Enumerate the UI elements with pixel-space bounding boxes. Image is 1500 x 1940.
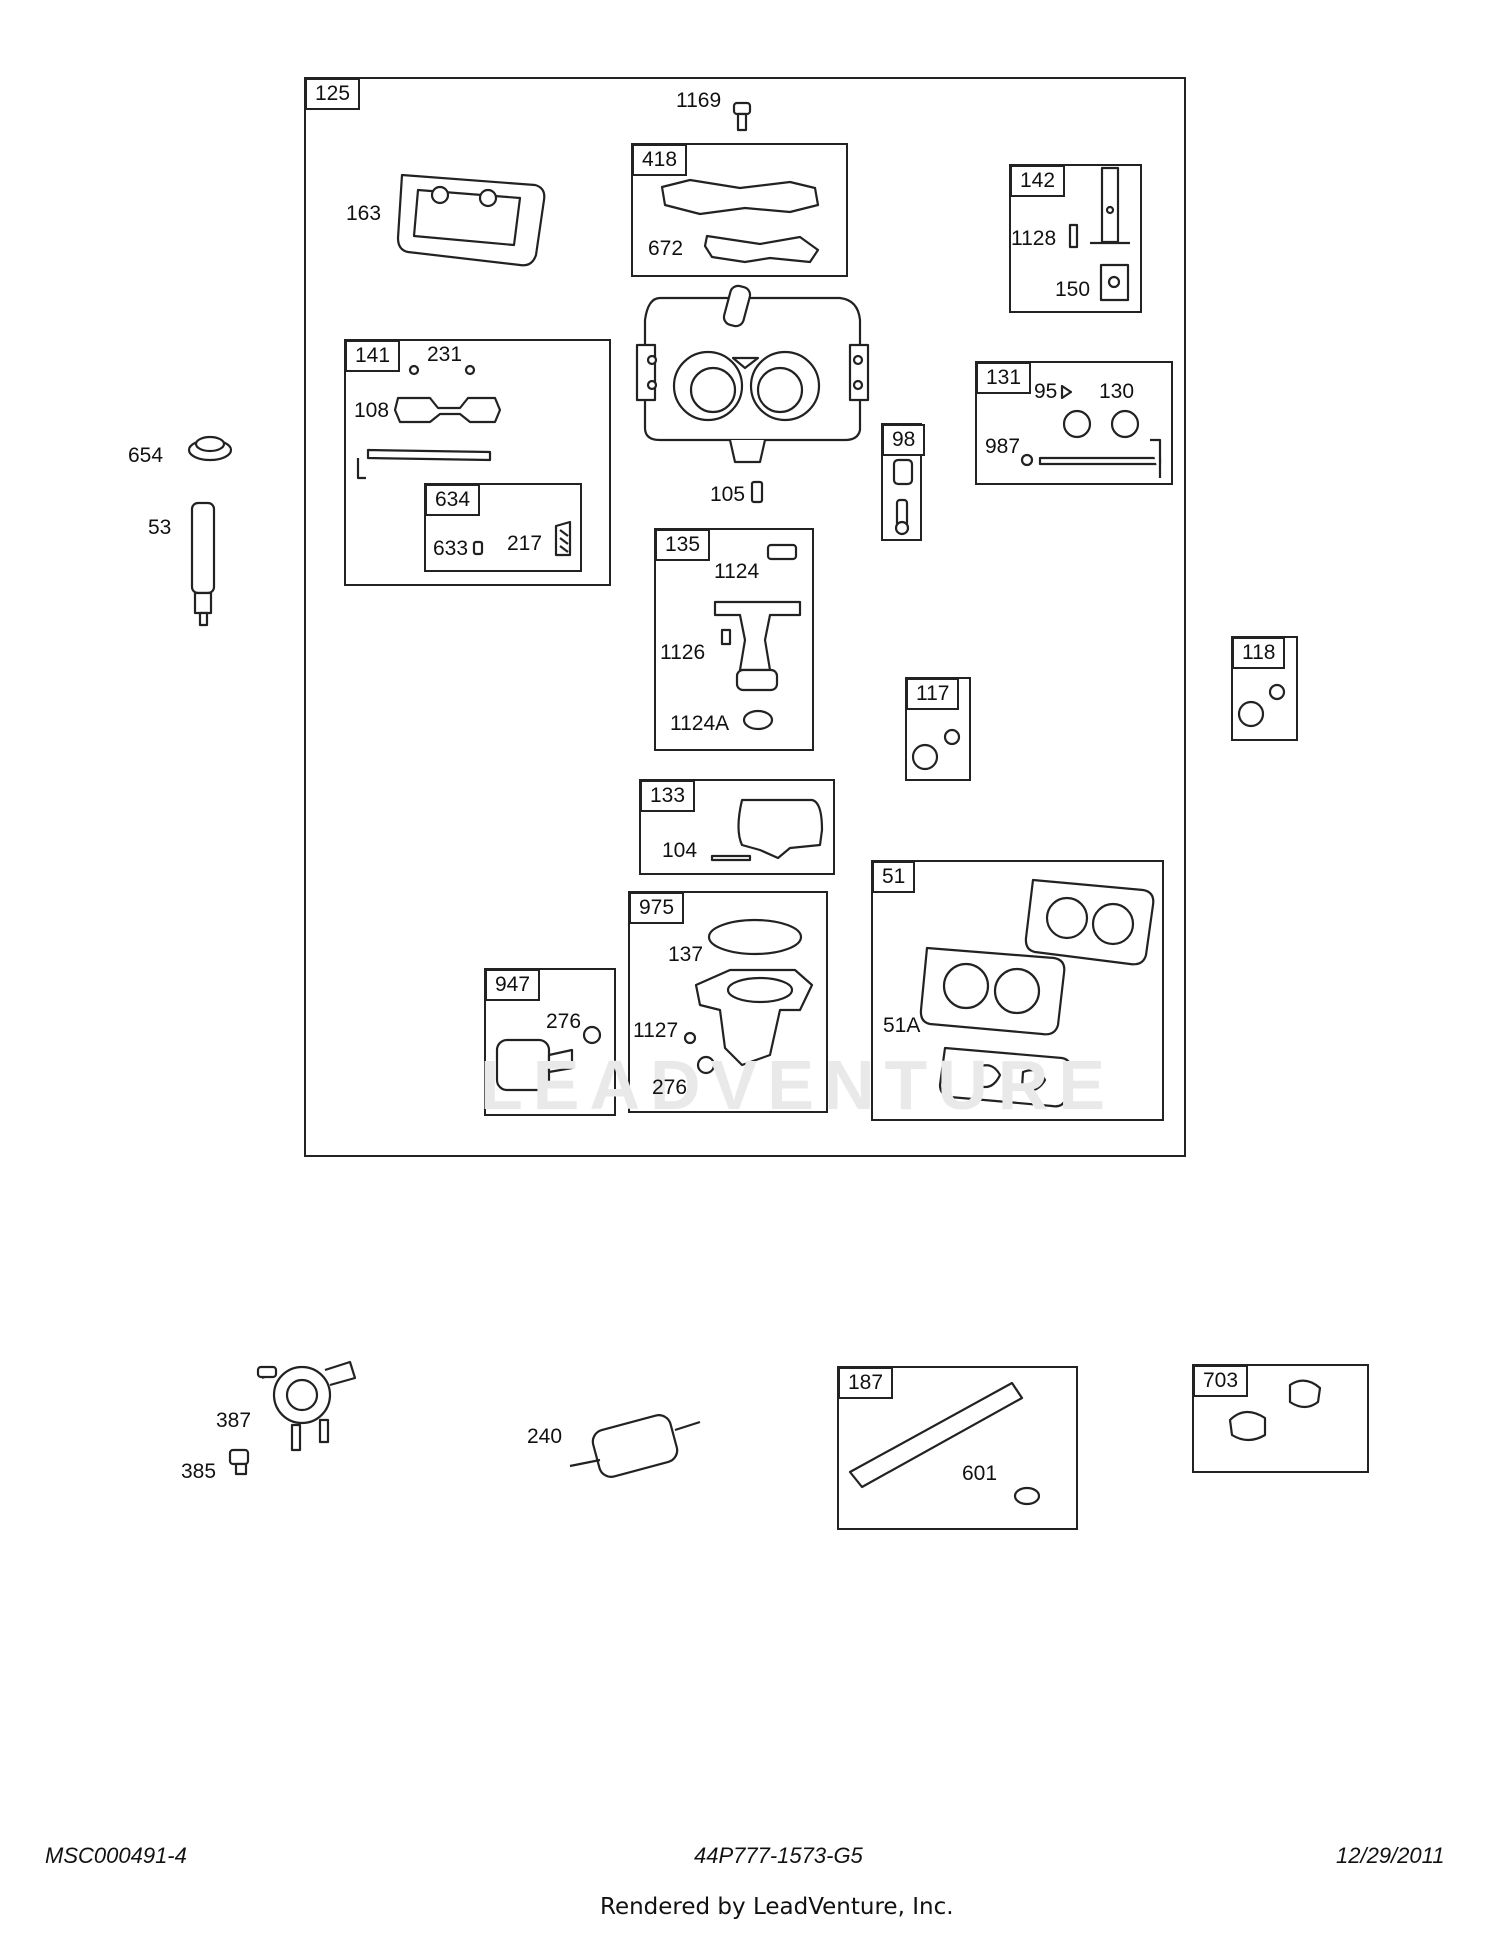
part-label-385: 385 (181, 1460, 217, 1483)
nut-654-drawing (187, 435, 233, 462)
group-label-131: 131 (976, 362, 1032, 394)
part-label-51a: 51A (883, 1014, 921, 1037)
carburetor-body-drawing (635, 284, 870, 464)
part-label-231: 231 (427, 343, 463, 366)
part-label-276-solenoid: 276 (546, 1010, 582, 1033)
group-label-947: 947 (485, 969, 541, 1001)
choke-141-drawing (356, 364, 502, 480)
part-label-95: 95 (1034, 380, 1058, 403)
group-634-frame (424, 483, 582, 572)
part-label-276-bowl: 276 (652, 1076, 688, 1099)
footer-date: 12/29/2011 (1336, 1843, 1445, 1868)
group-label-125: 125 (305, 78, 361, 110)
part-label-1124: 1124 (714, 560, 760, 583)
part-label-672: 672 (648, 237, 684, 260)
part-label-163: 163 (346, 202, 382, 225)
fuel-filter-240-drawing (569, 1414, 701, 1478)
footer-model-number: 44P777-1573-G5 (694, 1843, 863, 1868)
group-142-frame (1009, 164, 1142, 313)
group-label-117: 117 (906, 678, 960, 710)
part-label-654: 654 (128, 444, 164, 467)
group-947-frame (484, 968, 616, 1116)
part-label-137: 137 (668, 943, 704, 966)
part-label-130: 130 (1099, 380, 1135, 403)
group-label-418: 418 (632, 144, 688, 176)
group-135-frame (654, 528, 814, 751)
group-133-frame (639, 779, 835, 875)
group-label-975: 975 (629, 892, 685, 924)
hose-187-drawing (848, 1381, 1041, 1506)
plate-418-drawing (660, 178, 820, 264)
part-label-1126: 1126 (660, 641, 706, 664)
group-label-135: 135 (655, 529, 711, 561)
group-label-118: 118 (1232, 637, 1286, 669)
part-label-987: 987 (985, 435, 1021, 458)
group-label-634: 634 (425, 484, 481, 516)
plug-118-drawing (1237, 683, 1286, 728)
screw-98-drawing (892, 458, 914, 536)
group-141-frame (344, 339, 611, 586)
group-label-703: 703 (1193, 1365, 1249, 1397)
part-label-387: 387 (216, 1409, 252, 1432)
screw-1169-drawing (732, 101, 752, 132)
part-label-53: 53 (148, 516, 172, 539)
float-135-drawing (713, 543, 802, 731)
part-label-150: 150 (1055, 278, 1091, 301)
valve-105-drawing (750, 480, 764, 504)
group-label-133: 133 (640, 780, 696, 812)
part-label-1127: 1127 (633, 1019, 679, 1042)
part-label-240: 240 (527, 1425, 563, 1448)
part-label-108: 108 (354, 399, 390, 422)
spring-634-drawing (472, 520, 572, 557)
gasket-163-drawing (396, 173, 546, 267)
footer-diagram-id: MSC000491-4 (45, 1843, 187, 1868)
group-975-frame (628, 891, 828, 1113)
group-label-141: 141 (345, 340, 401, 372)
group-label-142: 142 (1010, 165, 1066, 197)
group-703-frame (1192, 1364, 1369, 1473)
part-label-105: 105 (710, 483, 746, 506)
group-label-98: 98 (882, 424, 926, 456)
group-label-187: 187 (838, 1367, 894, 1399)
part-label-104: 104 (662, 839, 698, 862)
part-label-217: 217 (507, 532, 543, 555)
part-label-601: 601 (962, 1462, 998, 1485)
gaskets-51-drawing (919, 878, 1155, 1108)
clamps-703-drawing (1228, 1379, 1322, 1442)
cover-133-drawing (710, 798, 824, 862)
part-label-1128: 1128 (1011, 227, 1057, 250)
watermark-text: LEADVENTURE (480, 1046, 1116, 1124)
group-187-frame (837, 1366, 1078, 1530)
plug-117-drawing (911, 728, 961, 771)
throttle-131-drawing (1020, 384, 1162, 478)
stud-53-drawing (190, 501, 216, 627)
group-label-51: 51 (872, 861, 916, 893)
part-label-633: 633 (433, 537, 469, 560)
fuel-pump-387-drawing (256, 1360, 357, 1452)
bracket-142-drawing (1068, 166, 1130, 302)
part-label-1169: 1169 (676, 89, 722, 112)
bowl-975-drawing (683, 918, 814, 1075)
part-label-1124a: 1124A (670, 712, 730, 735)
footer-credit: Rendered by LeadVenture, Inc. (600, 1894, 954, 1920)
group-131-frame (975, 361, 1173, 485)
bolt-385-drawing (228, 1448, 250, 1476)
solenoid-947-drawing (495, 1025, 602, 1092)
group-51-frame (871, 860, 1164, 1121)
group-125-frame (304, 77, 1186, 1157)
group-418-frame (631, 143, 848, 277)
